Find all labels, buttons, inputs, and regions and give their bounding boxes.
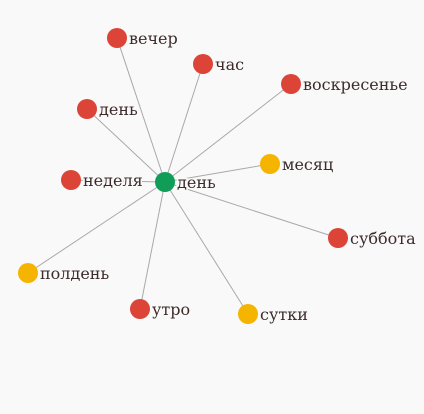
- node-0[interactable]: вечер: [107, 28, 179, 50]
- node-0-label: вечер: [129, 29, 178, 48]
- edge-3: [86, 108, 166, 183]
- node-7[interactable]: полдень: [18, 263, 111, 285]
- edge-6: [164, 181, 339, 239]
- edge-7: [27, 181, 166, 274]
- node-0-circle[interactable]: [107, 28, 127, 48]
- edge-0: [116, 37, 166, 183]
- node-8[interactable]: утро: [130, 299, 192, 321]
- edge-5: [70, 179, 166, 183]
- node-6[interactable]: суббота: [328, 228, 418, 250]
- node-4-circle[interactable]: [260, 154, 280, 174]
- node-9[interactable]: сутки: [238, 304, 309, 326]
- node-5[interactable]: неделя: [61, 170, 144, 192]
- node-5-circle[interactable]: [61, 170, 81, 190]
- edge-4: [164, 163, 271, 183]
- edge-1: [164, 63, 204, 183]
- center-node-label: день: [177, 173, 216, 192]
- nodes-layer: вечер час воскресенье день месяц неделя суббот…: [18, 28, 418, 326]
- edge-2: [164, 83, 292, 183]
- node-6-circle[interactable]: [328, 228, 348, 248]
- node-1-circle[interactable]: [193, 54, 213, 74]
- edge-8: [139, 181, 166, 310]
- edges-layer: [27, 37, 339, 315]
- node-3-circle[interactable]: [77, 99, 97, 119]
- node-2-circle[interactable]: [281, 74, 301, 94]
- node-4[interactable]: месяц: [260, 154, 335, 176]
- node-5-label: неделя: [83, 171, 143, 190]
- node-9-label: сутки: [260, 305, 308, 324]
- node-3[interactable]: день: [77, 99, 139, 121]
- node-1[interactable]: час: [193, 54, 246, 76]
- node-6-label: суббота: [350, 229, 416, 248]
- edge-9: [164, 181, 249, 315]
- node-7-label: полдень: [40, 264, 109, 283]
- node-3-label: день: [99, 100, 138, 119]
- node-8-label: утро: [152, 300, 190, 319]
- node-8-circle[interactable]: [130, 299, 150, 319]
- center-node[interactable]: день: [155, 172, 217, 194]
- node-9-circle[interactable]: [238, 304, 258, 324]
- node-2[interactable]: воскресенье: [281, 74, 409, 96]
- node-2-label: воскресенье: [303, 75, 408, 94]
- node-7-circle[interactable]: [18, 263, 38, 283]
- center-node-circle[interactable]: [155, 172, 175, 192]
- node-4-label: месяц: [282, 155, 333, 174]
- node-1-label: час: [215, 55, 244, 74]
